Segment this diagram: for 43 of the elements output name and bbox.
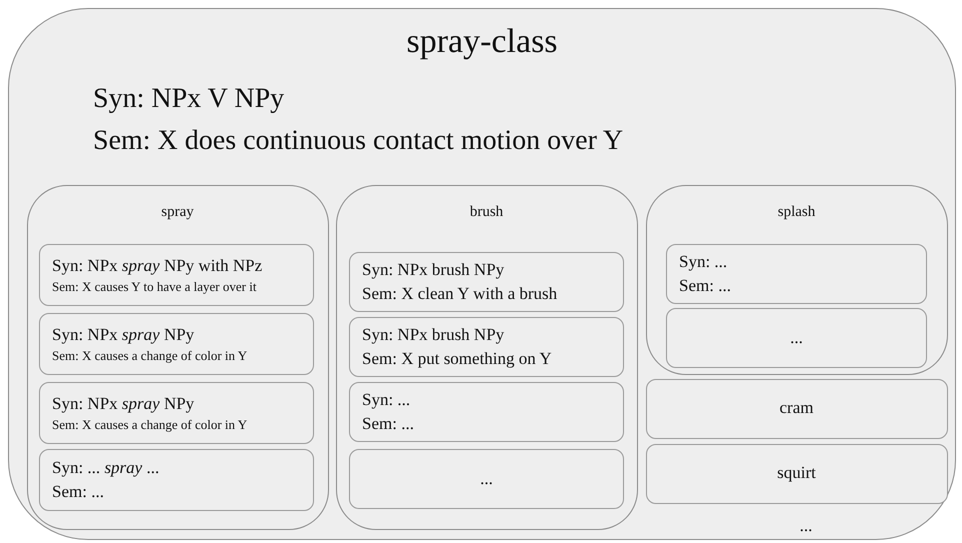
semantics-line: Sem: X causes a change of color in Y	[52, 416, 248, 434]
verb-group	[646, 184, 948, 374]
sense-box	[646, 444, 948, 504]
sense-label: ...	[790, 326, 803, 349]
syntax-line: Syn: ... spray ...	[52, 456, 160, 479]
verb-heading: splash	[776, 204, 816, 220]
verb-heading: brush	[468, 204, 504, 220]
sense-box	[646, 378, 948, 438]
sense-box	[349, 252, 624, 312]
class-container	[8, 8, 956, 540]
sense-box	[39, 382, 314, 444]
syntax-line: Syn: ...	[362, 388, 410, 411]
semantics-line: Sem: X causes Y to have a layer over it	[52, 278, 256, 296]
sense-box	[39, 244, 314, 306]
sense-box	[666, 308, 927, 368]
sense-label: cram	[780, 397, 814, 420]
syntax-line: Syn: ...	[679, 250, 728, 273]
syntax-line: Syn: NPx spray NPy	[52, 392, 194, 415]
sense-box	[349, 449, 624, 509]
verb-group	[26, 184, 328, 530]
sense-box	[39, 449, 314, 511]
semantics-line: Sem: ...	[52, 481, 104, 503]
sense-label: ...	[480, 468, 493, 490]
semantics-line: Sem: X causes a change of color in Y	[52, 348, 248, 364]
syntax-line: Syn: NPx spray NPy with NPz	[52, 254, 262, 277]
syntax-line: Syn: NPx spray NPy	[52, 324, 194, 346]
class-title: spray-class	[405, 23, 559, 61]
semantics-line: Sem: X clean Y with a brush	[362, 283, 558, 305]
semantics-line: Sem: ...	[679, 275, 731, 297]
verb-heading: spray	[160, 204, 195, 220]
syntax-line: Syn: NPx brush NPy	[362, 258, 504, 281]
syntax-line: Syn: NPx brush NPy	[362, 324, 504, 346]
ellipsis-note: ...	[798, 516, 814, 536]
sense-box	[666, 244, 927, 304]
sense-box	[39, 313, 314, 375]
class-definition: Sem: X does continuous contact motion over Y	[93, 125, 624, 157]
sense-box	[349, 382, 624, 442]
sense-box	[349, 317, 624, 377]
sense-label: squirt	[777, 462, 816, 484]
class-definition: Syn: NPx V NPy	[93, 83, 284, 115]
semantics-line: Sem: X put something on Y	[362, 348, 552, 370]
semantics-line: Sem: ...	[362, 413, 414, 435]
verb-group	[336, 184, 638, 530]
